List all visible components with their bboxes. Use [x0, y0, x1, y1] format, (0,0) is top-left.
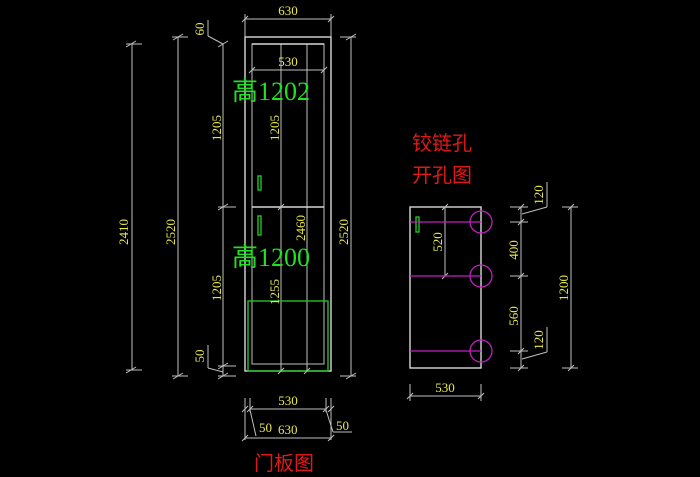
dim-inner-width-top: 530 — [278, 54, 298, 69]
door-panel: 630 530 60 2410 2520 1205 1205 50 1205 — [116, 3, 357, 475]
dim-hole-depth: 520 — [430, 232, 445, 252]
hinge-hole-bottom — [469, 339, 493, 363]
lower-door-outline — [247, 300, 329, 372]
hinge-handle-mark — [415, 216, 420, 233]
dim-upper-inner: 1205 — [267, 115, 282, 141]
upper-handle — [257, 175, 262, 191]
dim-hinge-spacing-lower: 560 — [506, 306, 521, 326]
hinge-title-line2: 开孔图 — [412, 163, 472, 187]
dim-center-height: 2460 — [293, 215, 308, 241]
dim-bottom-right-side: 50 — [336, 418, 349, 433]
dim-left-full: 2520 — [163, 219, 178, 245]
dim-top-offset: 60 — [192, 23, 207, 36]
lower-door-height-label: 高1200 — [232, 243, 310, 272]
dim-hinge-total-height: 1200 — [556, 275, 571, 301]
dim-bottom-total-width: 630 — [278, 422, 298, 437]
dim-bottom-left-side: 50 — [259, 420, 272, 435]
dim-top-width: 630 — [278, 3, 298, 18]
dim-bottom-offset: 50 — [192, 350, 207, 363]
dim-bottom-inner-width: 530 — [278, 393, 298, 408]
hinge-title-line1: 铰链孔 — [412, 131, 472, 155]
dim-hinge-bottom-offset: 120 — [531, 330, 546, 350]
dim-hinge-top-offset: 120 — [531, 185, 546, 205]
hinge-hole-middle — [469, 264, 493, 288]
dim-upper-section: 1205 — [209, 115, 224, 141]
hinge-hole-top — [469, 210, 493, 234]
dim-hinge-width: 530 — [435, 380, 455, 395]
dim-lower-inner: 1255 — [267, 279, 282, 305]
dim-hinge-spacing-upper: 400 — [506, 240, 521, 260]
door-panel-title: 门板图 — [254, 451, 314, 475]
dim-right-full: 2520 — [336, 219, 351, 245]
hinge-drawing: 铰链孔 开孔图 520 120 400 560 120 1200 — [406, 131, 578, 401]
dim-lower-section: 1205 — [209, 275, 224, 301]
upper-door-height-label: 高1202 — [232, 77, 310, 106]
dim-left-total: 2410 — [116, 219, 131, 245]
leader-line — [207, 35, 224, 45]
lower-handle — [257, 215, 262, 236]
